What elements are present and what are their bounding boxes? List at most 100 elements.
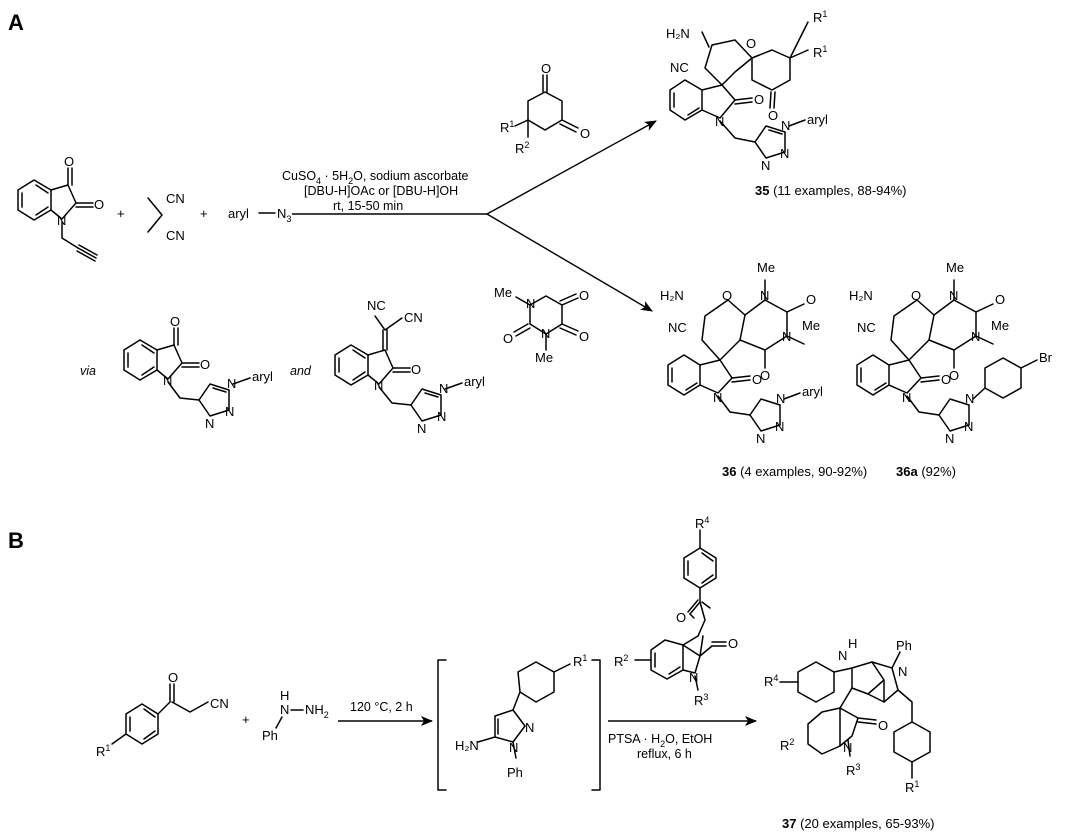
svg-text:CuSO4 · 5H2O, sodium ascorbate: CuSO4 · 5H2O, sodium ascorbate (282, 169, 469, 186)
svg-text:O: O (200, 357, 210, 372)
svg-text:N: N (526, 296, 535, 311)
svg-text:N: N (776, 391, 785, 406)
svg-text:H₂N: H₂N (660, 288, 684, 303)
svg-text:O: O (911, 288, 921, 303)
reagent-cyclohexanedione: O O R1 R2 (500, 61, 590, 156)
svg-text:O: O (579, 329, 589, 344)
reagent-ylidene-oxindole: R4 O O N R3 R2 (614, 515, 738, 708)
reagent-dimethylbarbituric-acid: O O O Me N N Me (494, 285, 589, 365)
atom-o: O (94, 197, 104, 212)
product-36a-caption: 36a (92%) (896, 464, 956, 479)
svg-text:N: N (205, 416, 214, 431)
svg-text:NC: NC (670, 60, 689, 75)
arrow-to-35 (486, 120, 657, 215)
svg-text:N: N (838, 648, 847, 663)
svg-text:N: N (541, 326, 550, 341)
svg-text:N3: N3 (277, 206, 291, 224)
panel-label-a: A (8, 10, 24, 35)
nitrile-label: CN (166, 228, 185, 243)
svg-text:R1: R1 (573, 653, 587, 669)
svg-text:N: N (971, 329, 980, 344)
reactant-propargyl-isatin: O O N (17, 154, 104, 262)
product-37-structure: N H Ph N O N R4 R2 R3 R1 (764, 636, 931, 795)
intermediate-aminopyrazole: H₂N N N Ph R1 (455, 653, 587, 780)
product-36-caption: 36 (4 examples, 90-92%) (722, 464, 867, 479)
via-word: via (80, 364, 96, 378)
svg-text:N: N (781, 118, 790, 133)
svg-text:aryl: aryl (802, 384, 823, 399)
svg-text:NH2: NH2 (305, 702, 329, 720)
svg-text:O: O (768, 108, 778, 123)
svg-text:H: H (848, 636, 857, 651)
svg-text:O: O (580, 126, 590, 141)
reactant-malononitrile: CN CN (147, 191, 185, 243)
conditions-line-3: rt, 15-50 min (333, 199, 403, 213)
bracket-left (437, 659, 447, 791)
plus-sign: + (117, 206, 125, 221)
svg-text:aryl: aryl (252, 369, 273, 384)
and-word: and (290, 364, 312, 378)
svg-text:O: O (170, 314, 180, 329)
svg-text:N: N (964, 419, 973, 434)
svg-text:N: N (225, 404, 234, 419)
svg-text:N: N (780, 146, 789, 161)
bracket-right (591, 659, 601, 791)
svg-text:O: O (579, 288, 589, 303)
svg-text:R1: R1 (500, 119, 514, 135)
svg-text:Me: Me (535, 350, 553, 365)
svg-text:R2: R2 (614, 653, 628, 669)
svg-text:N: N (902, 390, 911, 405)
product-35-caption: 35 (11 examples, 88-94%) (755, 183, 907, 198)
svg-text:R1: R1 (905, 779, 919, 795)
svg-text:N: N (713, 390, 722, 405)
svg-text:R1: R1 (813, 9, 827, 25)
svg-text:R3: R3 (846, 762, 860, 778)
svg-text:R4: R4 (764, 673, 778, 689)
product-37-caption: 37 (20 examples, 65-93%) (782, 816, 934, 831)
reaction-conditions-a: CuSO4 · 5H2O, sodium ascorbate [DBU-H]OA… (282, 169, 469, 213)
svg-text:N: N (949, 288, 958, 303)
step2-conditions-line1: PTSA · H2O, EtOH (608, 732, 712, 749)
svg-text:N: N (439, 381, 448, 396)
svg-text:R1: R1 (813, 44, 827, 60)
svg-text:O: O (806, 292, 816, 307)
svg-text:Ph: Ph (262, 728, 278, 743)
svg-text:O: O (746, 36, 756, 51)
svg-text:Me: Me (991, 318, 1009, 333)
svg-text:N: N (760, 288, 769, 303)
svg-text:O: O (168, 670, 178, 685)
product-35-structure: H₂N NC O O O N N aryl N N R1 R1 (666, 9, 828, 173)
step2-conditions-line2: reflux, 6 h (637, 747, 692, 761)
svg-text:Ph: Ph (896, 638, 912, 653)
intermediate-triazolyl-isatin: O O N N aryl N N (123, 314, 273, 431)
nitrile-label: CN (166, 191, 185, 206)
svg-text:N: N (965, 391, 974, 406)
step1-conditions: 120 °C, 2 h (350, 700, 413, 714)
svg-text:O: O (728, 636, 738, 651)
plus-sign: + (242, 712, 250, 727)
svg-text:O: O (722, 288, 732, 303)
svg-text:CN: CN (404, 310, 423, 325)
svg-text:N: N (715, 114, 724, 129)
reactant-phenylhydrazine: H N NH2 Ph (262, 688, 329, 743)
svg-text:Br: Br (1039, 350, 1053, 365)
svg-text:O: O (878, 718, 888, 733)
svg-text:R2: R2 (515, 140, 529, 156)
atom-n: N (57, 213, 66, 228)
svg-text:Ph: Ph (507, 765, 523, 780)
aryl-label: aryl (228, 206, 249, 221)
svg-text:R3: R3 (694, 692, 708, 708)
svg-text:R4: R4 (695, 515, 709, 531)
svg-text:O: O (752, 372, 762, 387)
svg-text:O: O (541, 61, 551, 76)
svg-text:N: N (437, 409, 446, 424)
intermediate-ylidene-malononitrile: NC CN O N N aryl N N (334, 298, 485, 436)
arrow-to-36 (486, 213, 653, 312)
svg-text:N: N (761, 158, 770, 173)
panel-label-b: B (8, 528, 24, 553)
product-36a-structure: H₂N NC O N Me O N Me O O N N Br N N (849, 260, 1053, 446)
svg-text:Me: Me (757, 260, 775, 275)
svg-text:N: N (945, 431, 954, 446)
svg-text:N: N (775, 419, 784, 434)
